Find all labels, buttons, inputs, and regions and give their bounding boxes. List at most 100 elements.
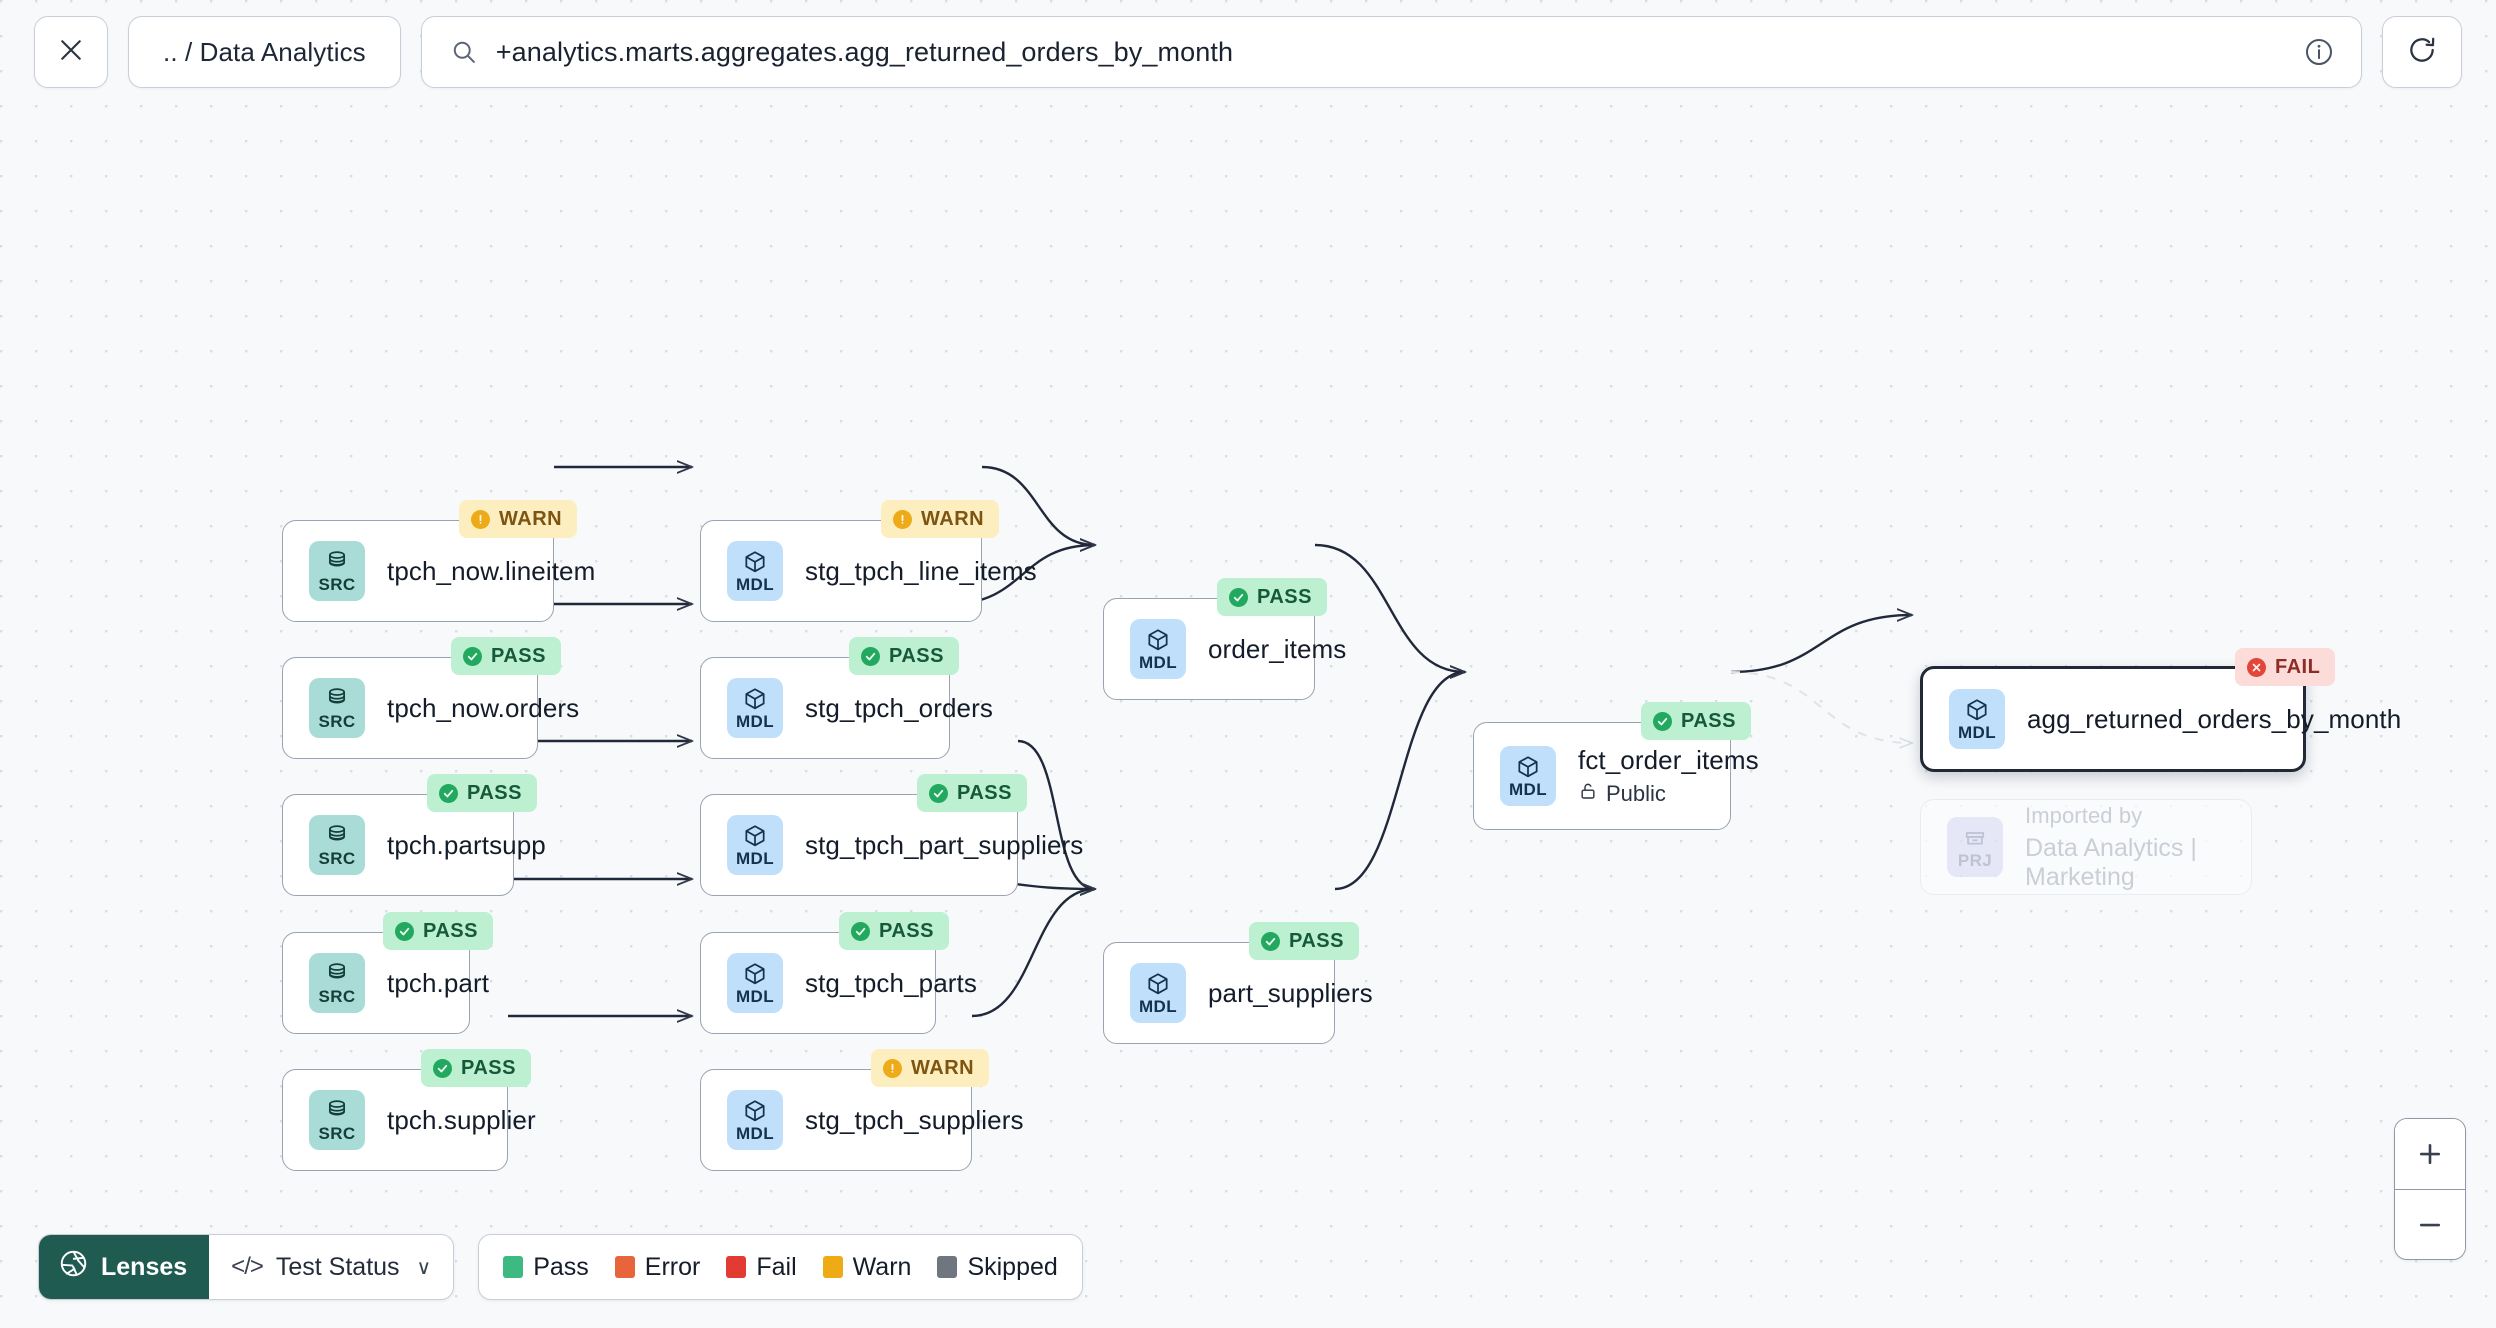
search-input[interactable]: +analytics.marts.aggregates.agg_returned… xyxy=(495,36,1234,67)
node-body: part_suppliers xyxy=(1208,977,1373,1009)
node-body: tpch.partsupp xyxy=(387,829,546,861)
refresh-button[interactable] xyxy=(2382,16,2462,88)
node-type-label: SRC xyxy=(318,987,356,1006)
cube-icon xyxy=(742,549,768,575)
node-body: stg_tpch_line_items xyxy=(805,556,1037,587)
status-badge-label: PASS xyxy=(889,644,944,667)
graph-node-part-suppliers[interactable]: MDL part_suppliers PASS xyxy=(1103,922,1373,1044)
node-type-label: MDL xyxy=(735,987,775,1006)
node-type-badge-mdl: MDL xyxy=(1949,689,2005,749)
cube-icon xyxy=(742,1098,768,1124)
node-label: stg_tpch_orders xyxy=(805,692,993,723)
node-body: stg_tpch_part_suppliers xyxy=(805,830,1083,861)
status-badge-fail: FAIL xyxy=(2235,648,2336,686)
node-type-badge-mdl: MDL xyxy=(727,1090,783,1150)
node-type-label: MDL xyxy=(1508,780,1548,799)
node-type-badge-mdl: MDL xyxy=(727,953,783,1013)
status-badge-label: PASS xyxy=(491,644,546,667)
aperture-icon xyxy=(58,1248,89,1286)
legend-label: Warn xyxy=(852,1252,912,1281)
graph-node-tpch-partsupp[interactable]: SRC tpch.partsupp PASS xyxy=(282,774,546,896)
legend-item-error[interactable]: Error xyxy=(614,1252,701,1282)
node-type-badge-mdl: MDL xyxy=(727,815,783,875)
legend-swatch xyxy=(937,1256,958,1278)
breadcrumb[interactable]: .. / Data Analytics xyxy=(128,16,401,88)
lenses-label: Lenses xyxy=(101,1252,188,1281)
legend-swatch xyxy=(503,1256,524,1278)
status-badge-pass: PASS xyxy=(383,912,493,950)
node-type-label: MDL xyxy=(735,712,775,731)
zoom-out-button[interactable] xyxy=(2395,1189,2465,1259)
status-badge-pass: PASS xyxy=(1249,922,1359,960)
legend-item-pass[interactable]: Pass xyxy=(503,1253,589,1282)
status-dot-icon xyxy=(893,509,912,529)
node-body: stg_tpch_suppliers xyxy=(805,1104,1024,1136)
close-button[interactable] xyxy=(34,16,108,88)
lineage-edge xyxy=(1017,739,1095,889)
zoom-controls xyxy=(2394,1118,2466,1260)
code-icon: </> xyxy=(231,1253,264,1280)
graph-node-stg-tpch-line-items[interactable]: MDL stg_tpch_line_items WARN xyxy=(700,500,1037,622)
node-type-badge-mdl: MDL xyxy=(1130,963,1186,1023)
node-body: tpch.supplier xyxy=(387,1105,536,1136)
node-type-badge-mdl: MDL xyxy=(1500,746,1556,806)
bottom-toolbar: Lenses </> Test Status ∨ Pass Error Fail Wa… xyxy=(38,1234,1083,1300)
status-dot-icon xyxy=(2247,657,2266,677)
node-label: stg_tpch_suppliers xyxy=(805,1104,1024,1135)
graph-node-stg-tpch-orders[interactable]: MDL stg_tpch_orders PASS xyxy=(700,637,993,759)
node-type-badge-mdl: MDL xyxy=(727,678,783,738)
status-legend: Pass Error Fail Warn Skipped xyxy=(478,1234,1083,1300)
lineage-edge xyxy=(971,889,1095,1018)
node-body: order_items xyxy=(1208,634,1346,665)
status-badge-warn: WARN xyxy=(881,500,1000,538)
lens-selector[interactable]: </> Test Status ∨ xyxy=(209,1235,453,1299)
node-type-label: SRC xyxy=(318,575,356,594)
node-type-badge-mdl: MDL xyxy=(727,541,783,601)
lineage-edge xyxy=(1334,672,1465,891)
node-type-badge-src: SRC xyxy=(309,953,365,1013)
status-badge-label: PASS xyxy=(467,781,522,804)
node-type-label: SRC xyxy=(318,1124,356,1143)
node-type-label: MDL xyxy=(735,849,775,868)
status-dot-icon xyxy=(471,509,490,529)
status-dot-icon xyxy=(463,646,482,666)
node-label: part_suppliers xyxy=(1208,977,1373,1008)
search-bar[interactable]: +analytics.marts.aggregates.agg_returned… xyxy=(420,16,2362,88)
status-dot-icon xyxy=(883,1058,902,1078)
legend-item-warn[interactable]: Warn xyxy=(822,1252,912,1282)
lenses-button[interactable]: Lenses xyxy=(39,1235,210,1299)
node-type-label: MDL xyxy=(1957,723,1997,742)
database-icon xyxy=(324,823,350,849)
cube-icon xyxy=(1145,627,1171,653)
lineage-edge xyxy=(981,465,1095,545)
node-sublabel: Data Analytics | Marketing xyxy=(2025,834,2225,892)
zoom-in-button[interactable] xyxy=(2395,1119,2465,1189)
close-icon xyxy=(56,35,86,70)
node-body: stg_tpch_parts xyxy=(805,968,977,999)
node-label: tpch.partsupp xyxy=(387,829,546,860)
legend-label: Error xyxy=(644,1252,701,1281)
node-type-label: SRC xyxy=(318,849,356,868)
legend-item-fail[interactable]: Fail xyxy=(726,1253,797,1282)
node-type-badge-src: SRC xyxy=(309,1090,365,1150)
lineage-edge xyxy=(1730,671,1912,743)
info-icon[interactable] xyxy=(2303,36,2335,68)
status-dot-icon xyxy=(1653,711,1672,731)
cube-icon xyxy=(1145,971,1171,997)
legend-item-skipped[interactable]: Skipped xyxy=(937,1253,1058,1282)
status-dot-icon xyxy=(1229,587,1248,607)
